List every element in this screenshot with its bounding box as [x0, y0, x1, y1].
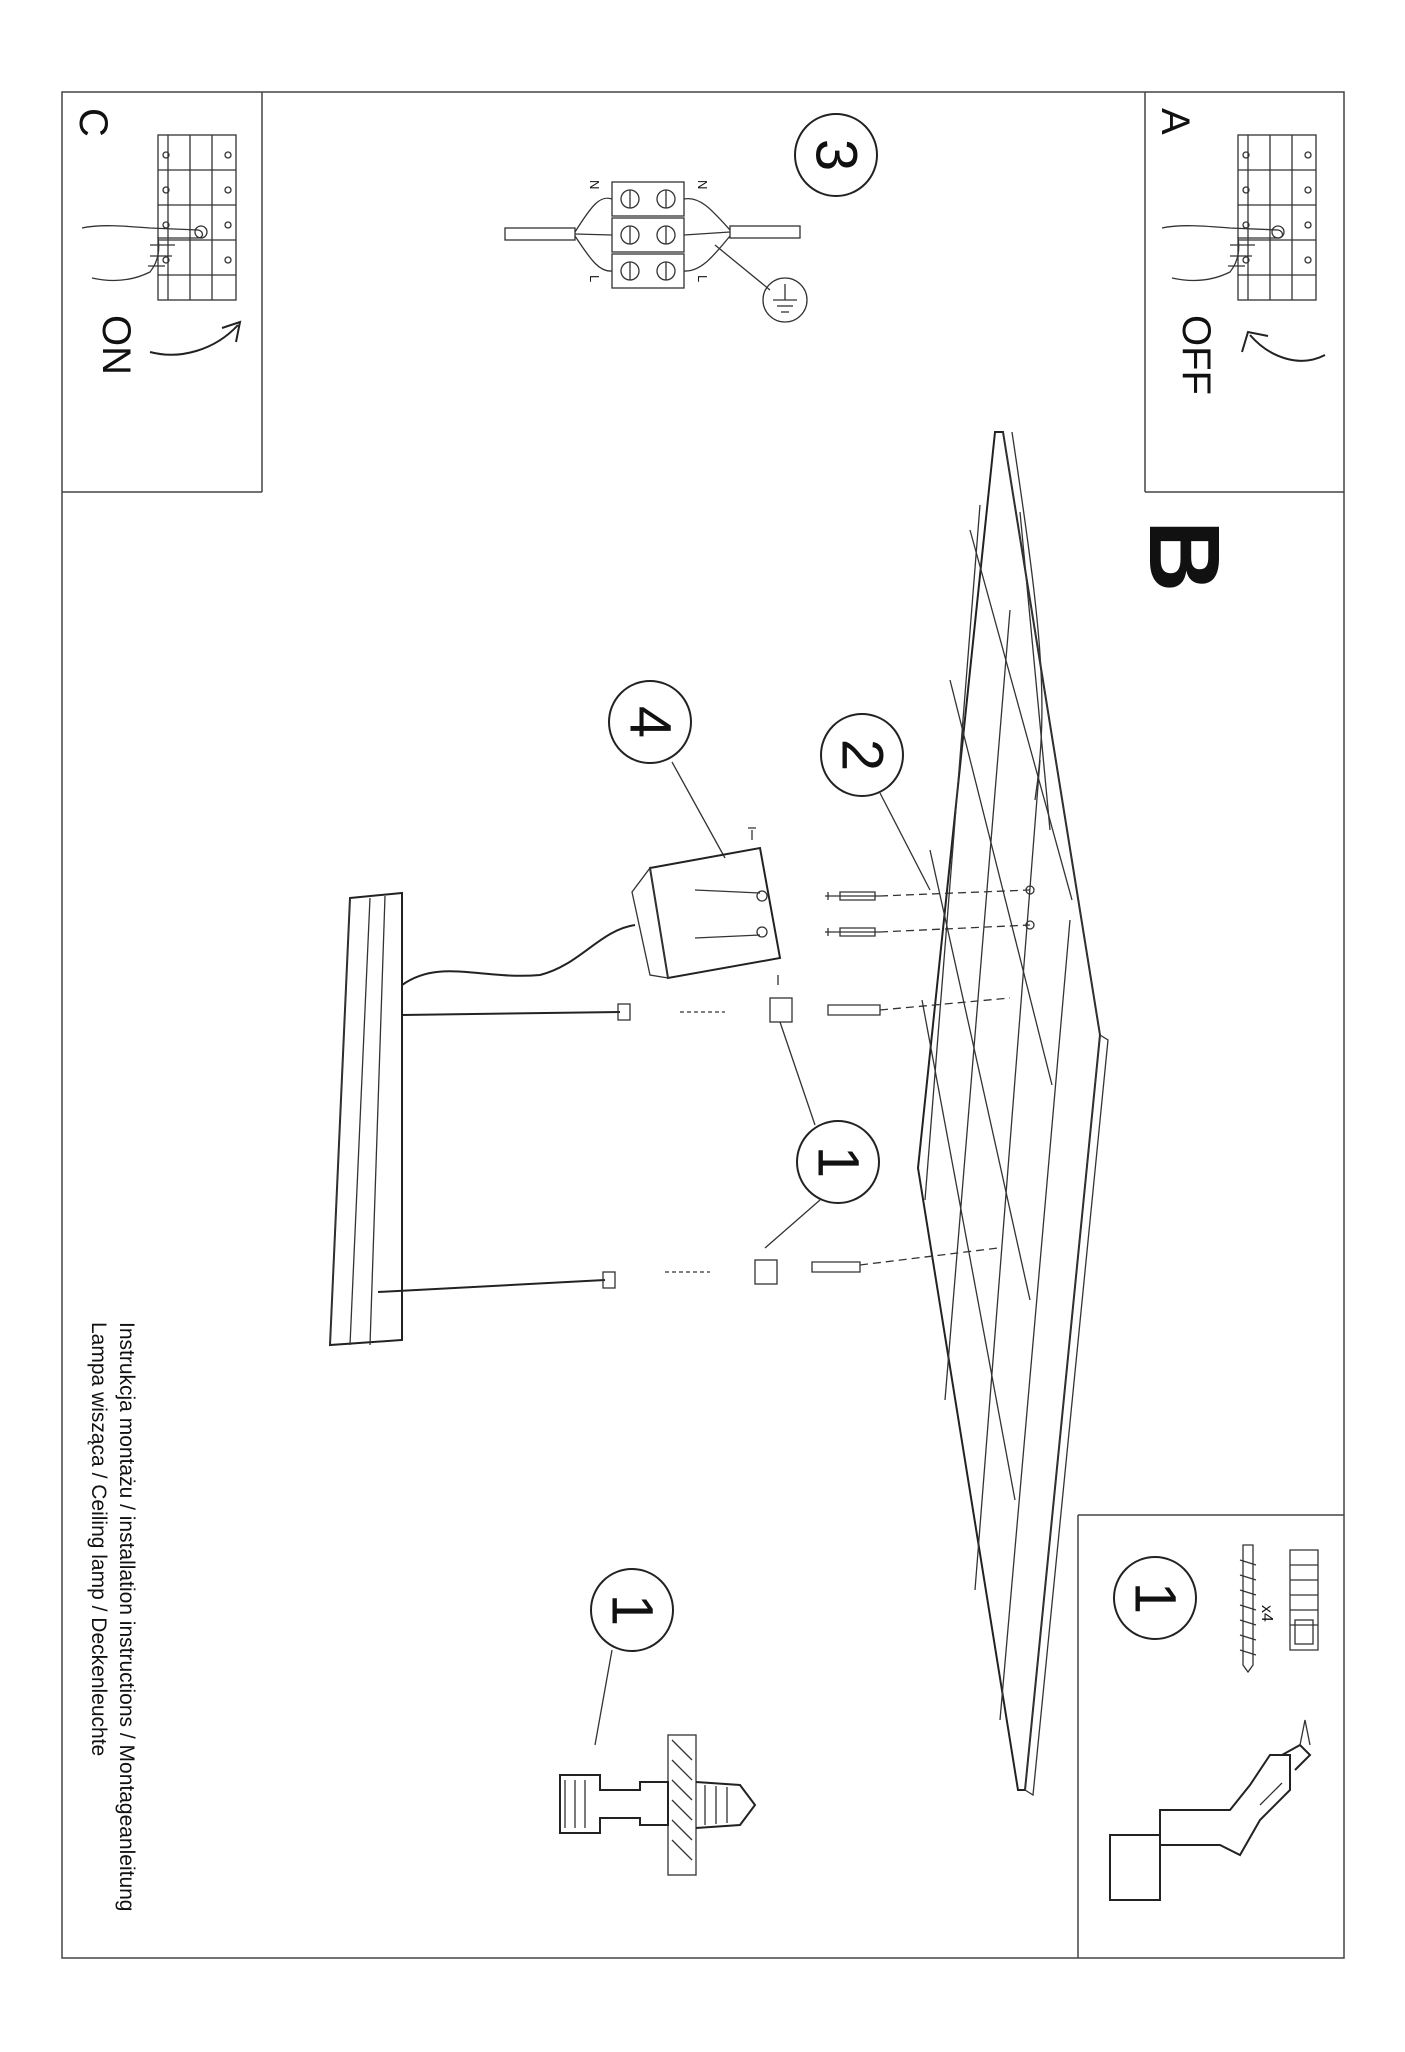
- step-1-detail-badge: [590, 1568, 674, 1652]
- panel-c: C ON: [71, 108, 242, 375]
- ceiling-grid: [916, 431, 1109, 1797]
- hand-icon: [81, 225, 204, 282]
- step-1-leader-upper: [779, 1021, 816, 1126]
- step-4-leader: [671, 761, 726, 859]
- panel-a-letter: A: [1153, 108, 1197, 135]
- step-1-leader-lower: [764, 1199, 821, 1249]
- circuit-breaker-icon: [157, 134, 237, 301]
- power-cable: [401, 924, 636, 986]
- ground-symbol-badge: [762, 277, 808, 323]
- panel-a: A OFF: [1153, 108, 1326, 395]
- panel-b-letter: B: [1128, 520, 1240, 592]
- neutral-label-right: N: [695, 180, 710, 189]
- caption-line-2: Lampa wisząca / Ceiling lamp / Deckenleu…: [87, 1322, 110, 1756]
- suspension-wire-upper: [401, 997, 1011, 1023]
- off-arrow-icon: [1249, 334, 1326, 362]
- wall-anchor-detail-icon: [559, 1734, 757, 1876]
- live-label-left: L: [587, 275, 602, 282]
- step-3-badge: [794, 113, 878, 197]
- neutral-label-left: N: [587, 180, 602, 189]
- step-4-badge: [608, 680, 692, 764]
- caption-line-1: Instrukcja montażu / installation instru…: [115, 1322, 138, 1912]
- step-1-rod-number: 1: [806, 1146, 871, 1178]
- on-arrow-icon: [149, 324, 239, 356]
- panel-c-letter: C: [71, 108, 115, 137]
- step-2-number: 2: [830, 739, 895, 771]
- hand-icon: [1161, 225, 1284, 282]
- wiring-diagram: 3 N: [504, 113, 878, 323]
- panel-a-state-label: OFF: [1174, 315, 1218, 395]
- panel-c-state-label: ON: [94, 315, 138, 375]
- kit-quantity-label: x4: [1258, 1605, 1275, 1622]
- off-arrowhead-icon: [1241, 330, 1269, 353]
- wires: [504, 197, 801, 291]
- step-1-rod-badge: [796, 1120, 880, 1204]
- step-2-badge: [820, 713, 904, 797]
- step-1-detail-leader: [594, 1649, 613, 1746]
- junction-box-icon: [631, 827, 782, 985]
- suspension-wire-lower: [377, 1247, 999, 1293]
- circuit-breaker-icon: [1237, 134, 1317, 301]
- live-label-right: L: [695, 275, 710, 282]
- ground-icon: [773, 284, 797, 313]
- terminal-block-icon: [611, 181, 685, 289]
- step-2-leader: [879, 792, 931, 891]
- screw-icon: [1239, 1544, 1257, 1674]
- sheet-border: [61, 91, 1345, 1959]
- step-1-kit-number: 1: [1123, 1582, 1188, 1614]
- drill-icon: [1109, 1719, 1312, 1901]
- step-3-number: 3: [804, 139, 869, 171]
- step-1-kit-badge: [1113, 1556, 1197, 1640]
- step-4-number: 4: [618, 706, 683, 738]
- tools-panel: 1 x4: [1109, 1544, 1319, 1901]
- lamp-body: [328, 891, 403, 1347]
- screw-anchors: [825, 885, 1035, 937]
- on-arrowhead-icon: [221, 320, 242, 343]
- wall-plug-icon: [1289, 1549, 1319, 1651]
- step-1-detail-number: 1: [600, 1594, 665, 1626]
